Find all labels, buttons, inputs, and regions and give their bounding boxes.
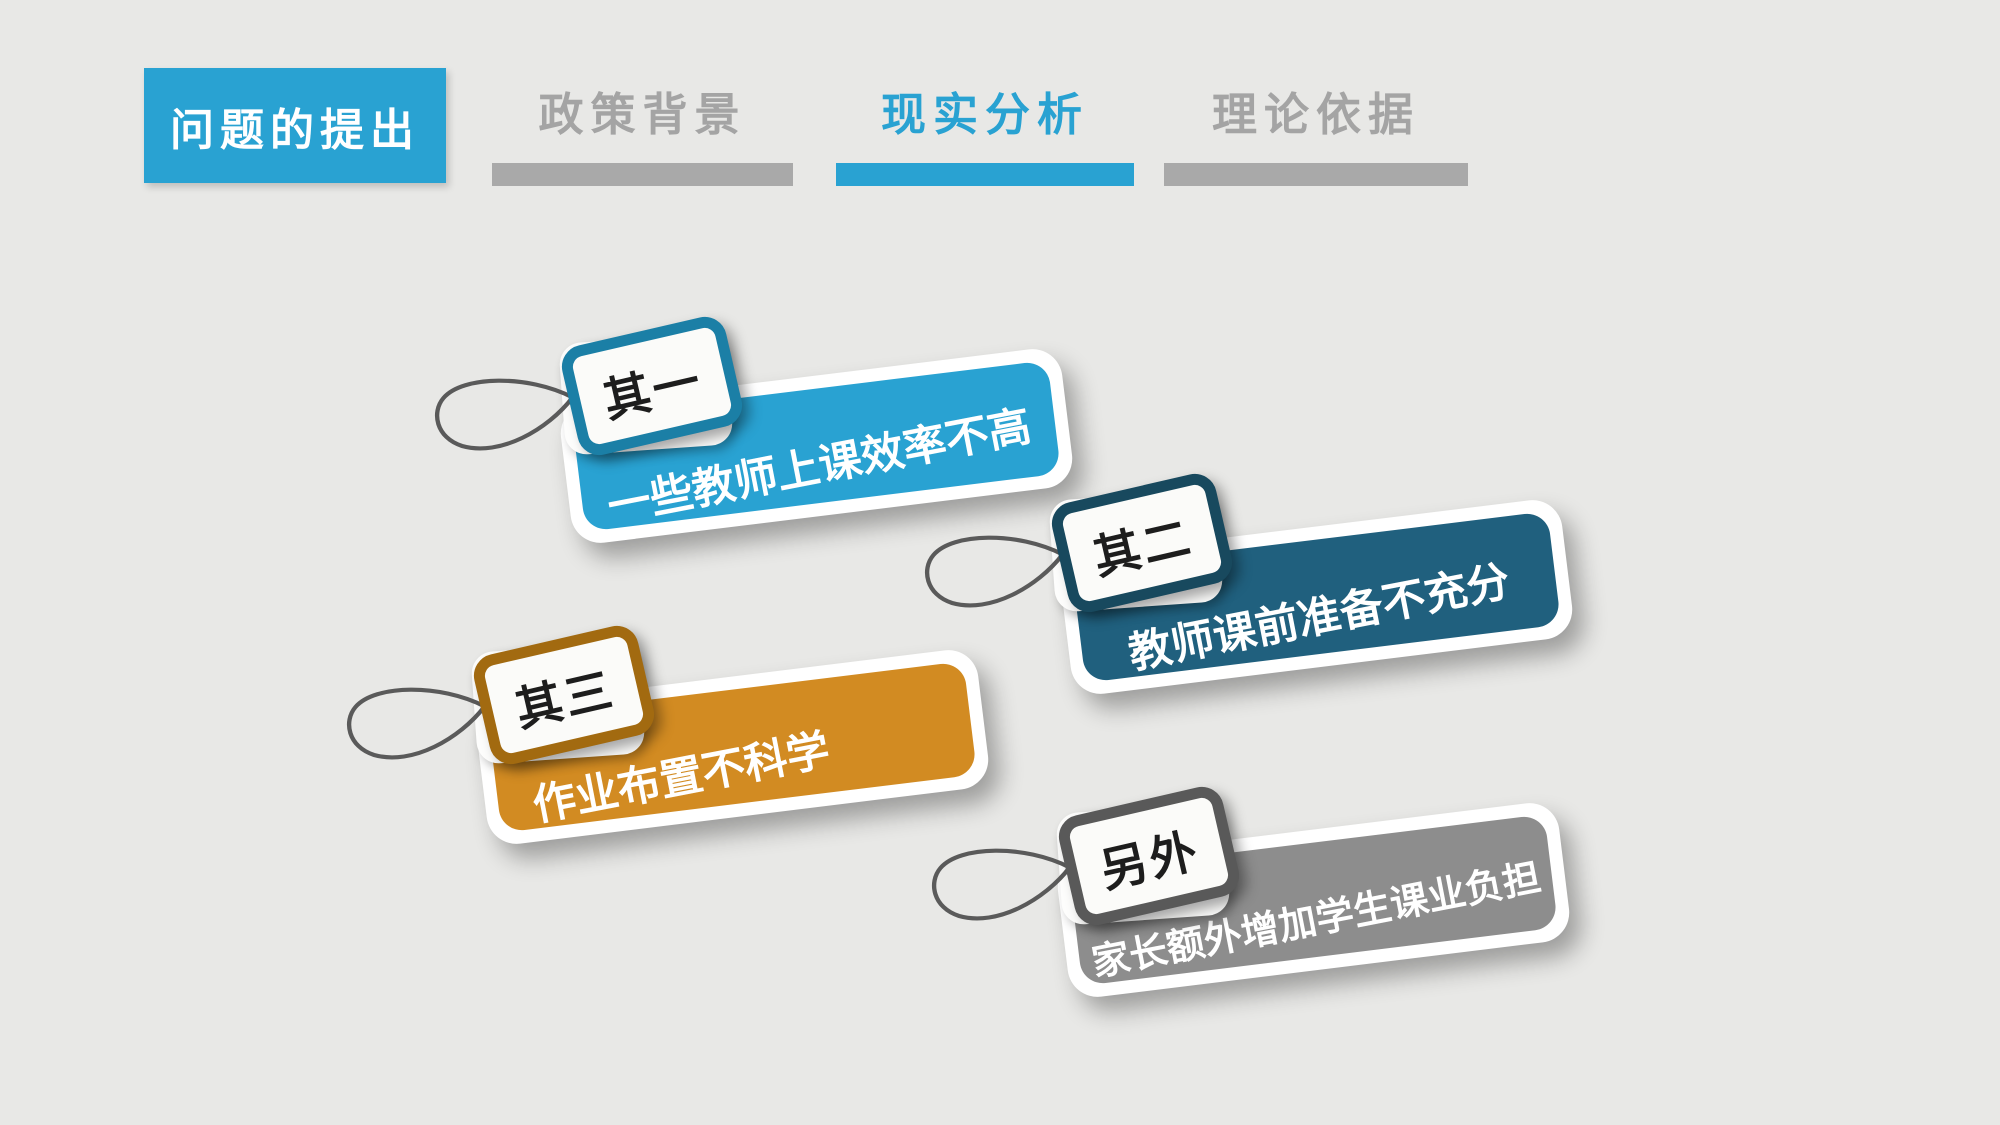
- note-tag-1-label: 其一: [598, 352, 708, 427]
- tab-policy-background[interactable]: 政策背景: [538, 89, 747, 140]
- tag-string-loop-icon: [346, 687, 487, 760]
- tag-string-loop-icon: [924, 535, 1065, 608]
- note-tag-2-label: 其二: [1088, 509, 1198, 584]
- note-tag-3-label: 其三: [510, 661, 620, 736]
- tab-problem-statement[interactable]: 问题的提出: [144, 68, 446, 183]
- note-tag-4-label: 另外: [1095, 822, 1205, 897]
- tag-string-loop-icon: [434, 378, 575, 451]
- tab-label: 问题的提出: [170, 105, 420, 155]
- tab-reality-analysis-underline: [836, 163, 1134, 186]
- tag-string-loop-icon: [931, 848, 1072, 921]
- tab-reality-analysis[interactable]: 现实分析: [880, 89, 1089, 140]
- tab-policy-background-underline: [492, 163, 793, 186]
- tab-theoretical-basis-underline: [1164, 163, 1468, 186]
- tab-theoretical-basis[interactable]: 理论依据: [1211, 89, 1420, 140]
